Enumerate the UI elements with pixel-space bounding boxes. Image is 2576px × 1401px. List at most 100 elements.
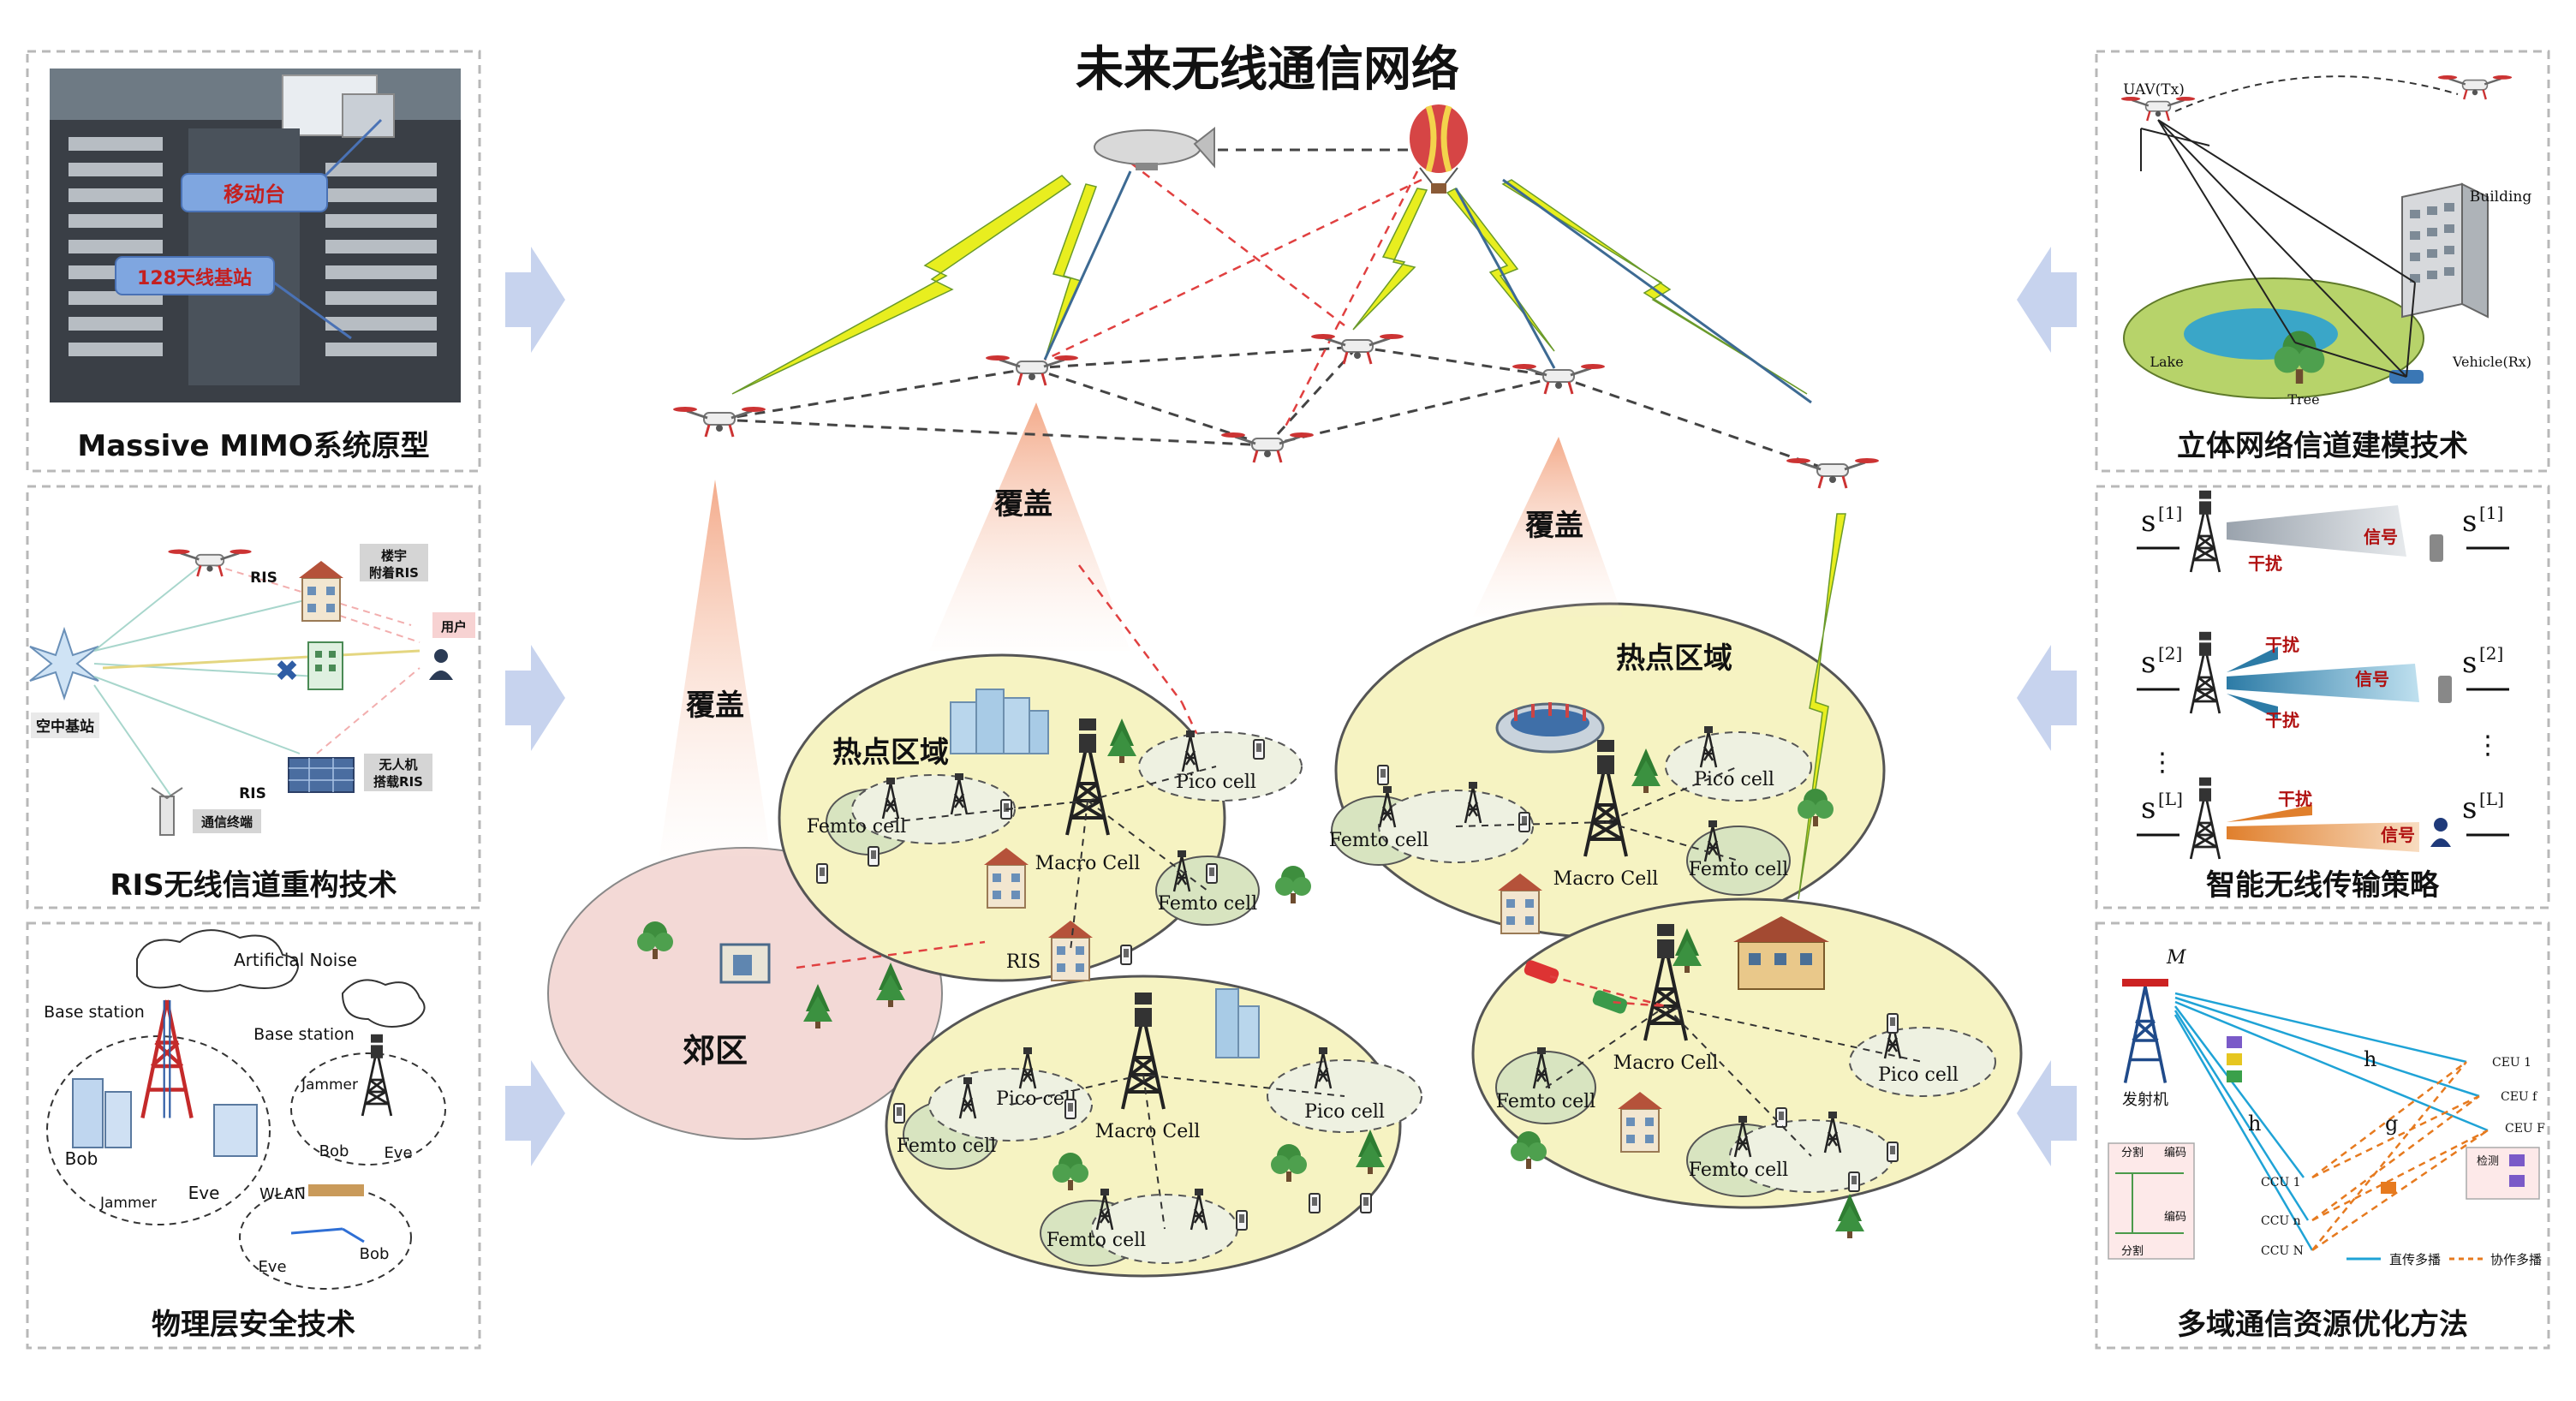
coverage-label-left: 覆盖: [685, 689, 744, 723]
femto-cell-label-8: Femto cell: [1689, 1160, 1788, 1181]
pico-cell-label-5: Pico cell: [1878, 1064, 1959, 1086]
mimo-photo: [50, 69, 461, 402]
coop-multicast-lines: [2311, 1061, 2489, 1252]
transmission-title: 智能无线传输策略: [2206, 868, 2440, 903]
s2-sup: [2]: [2158, 643, 2182, 664]
drone-icon-4: [1219, 431, 1315, 464]
sky-links: [719, 148, 1834, 473]
balloon-icon: [1410, 104, 1468, 194]
panel-phy: Artificial Noise Base station Base stati…: [26, 921, 481, 1350]
coverage-label-center: 覆盖: [993, 487, 1052, 522]
s1-sup: [1]: [2158, 503, 2182, 523]
ccun-label: CCU n: [2261, 1214, 2301, 1228]
car-icon-green: [1592, 990, 1628, 1014]
svg-text:⋮: ⋮: [2150, 748, 2175, 778]
femto-cell-label-2: Femto cell: [1158, 893, 1257, 915]
signal-beam-L: [2227, 822, 2419, 852]
panel-resource: M 发射机 h h g CEU 1 CEU f CEU F CCU 1 CCU …: [2095, 921, 2550, 1350]
receiver-icon-2: [2438, 676, 2452, 703]
bob-label-3: Bob: [360, 1245, 390, 1263]
shat1-label: s: [2462, 504, 2477, 539]
airship-icon: [1094, 126, 1215, 170]
macro-cell-label-1: Macro Cell: [1035, 853, 1141, 874]
base-station-label-1: Base station: [44, 1003, 145, 1022]
coverage-beam-center: [929, 402, 1130, 651]
drone-icon-6: [1785, 456, 1881, 490]
jammer-label-1: Jammer: [99, 1195, 157, 1212]
femto-cell-label-5: Femto cell: [1329, 830, 1428, 851]
femto-cell-label-3: Femto cell: [897, 1136, 996, 1157]
right-bottom-content: Macro Cell Femto cell Pico cell Femto ce…: [1495, 916, 1996, 1238]
h-n-label: h: [2248, 1112, 2261, 1136]
coverage-beam-left: [659, 480, 771, 856]
base-station-label-2: Base station: [253, 1025, 355, 1044]
house-icon-suburb: [719, 943, 771, 984]
office-building-icon: [307, 641, 343, 690]
sL-label: s: [2141, 791, 2156, 826]
eve-label-1: Eve: [188, 1183, 220, 1203]
arrow-right-2: [2017, 645, 2077, 751]
svg-text:⋮: ⋮: [2475, 730, 2501, 760]
hotspot-label-left: 热点区域: [832, 736, 949, 770]
panel-ris: 空中基站 RIS 楼宇 附着RIS ✖ 用户 无人机 搭载RIS: [26, 485, 481, 909]
city-block-icon: [72, 1078, 132, 1148]
terminal-icon: [151, 787, 183, 836]
main-title: 未来无线通信网络: [1076, 42, 1459, 98]
shat2-label: s: [2462, 646, 2477, 680]
signal-beam-1: [2227, 505, 2406, 557]
tree-label: Tree: [2287, 391, 2319, 408]
shat1-sup: [1]: [2479, 503, 2503, 523]
ris-bottom-label: RIS: [239, 785, 266, 802]
resource-title: 多域通信资源优化方法: [2177, 1308, 2468, 1342]
receiver-icon-1: [2430, 534, 2443, 562]
red-links: [796, 162, 1422, 969]
jammer-label-2: Jammer: [301, 1076, 358, 1094]
femto-cell-label-7: Femto cell: [1496, 1091, 1595, 1112]
signal-beam-2: [2227, 664, 2419, 702]
transmitter-label: 发射机: [2122, 1091, 2168, 1109]
shatL-label: s: [2462, 791, 2477, 826]
wlan-label: WLAN: [259, 1185, 306, 1203]
ccuN-label: CCU N: [2261, 1244, 2304, 1258]
encode-label-1: 编码: [2164, 1147, 2186, 1160]
coverage-beams: [659, 402, 1623, 856]
vehicle-label: Vehicle(Rx): [2452, 354, 2531, 370]
drone-icon-2: [984, 354, 1080, 387]
direct-legend: 直传多播: [2389, 1252, 2441, 1267]
signal-label-L: 信号: [2381, 825, 2415, 845]
noise-cloud: [136, 929, 299, 993]
transmitter-tower-icon: [2122, 979, 2168, 1083]
receiver-icon-L: [2430, 818, 2451, 847]
shatL-sup: [L]: [2479, 789, 2504, 809]
ccu1-label: CCU 1: [2261, 1176, 2301, 1189]
direct-multicast-lines: [2174, 992, 2489, 1251]
suburb-content: [637, 921, 905, 1028]
coverage-zone-bottom: [885, 975, 1402, 1278]
legend-resource: 直传多播 协作多播: [2346, 1252, 2542, 1267]
femto-cell-label-1: Femto cell: [807, 816, 906, 838]
air-bs-label: 空中基站: [36, 718, 94, 736]
ris-title: RIS无线信道重构技术: [110, 868, 397, 903]
bs-128-label: 128天线基站: [137, 267, 252, 289]
mimo-title: Massive MIMO系统原型: [77, 429, 429, 463]
interference-label-1: 干扰: [2248, 553, 2282, 574]
interference-label-2: 干扰: [2265, 635, 2299, 655]
pico-cell-label-1: Pico cell: [1176, 772, 1256, 793]
arrow-right-1: [2017, 247, 2077, 353]
building-ris-label-2: 附着RIS: [369, 565, 419, 581]
coop-legend: 协作多播: [2490, 1252, 2542, 1267]
coverage-zone-right: [1471, 897, 2023, 1209]
macro-cell-label-3: Macro Cell: [1553, 868, 1659, 890]
eve-label-2: Eve: [384, 1144, 412, 1162]
mobile-station-label: 移动台: [224, 182, 285, 206]
detect-block: 检测: [2466, 1147, 2540, 1200]
eve-label-3: Eve: [258, 1258, 286, 1276]
interference-label-3: 干扰: [2265, 710, 2299, 730]
coverage-label-right: 覆盖: [1524, 509, 1583, 543]
encode-label-2: 编码: [2164, 1211, 2186, 1224]
coverage-beam-right: [1473, 437, 1623, 617]
car-icon-red: [1524, 960, 1559, 984]
drone-icon-1: [671, 405, 767, 438]
city-buildings-icon: [950, 689, 1049, 754]
ceu1-label: CEU 1: [2492, 1056, 2531, 1070]
